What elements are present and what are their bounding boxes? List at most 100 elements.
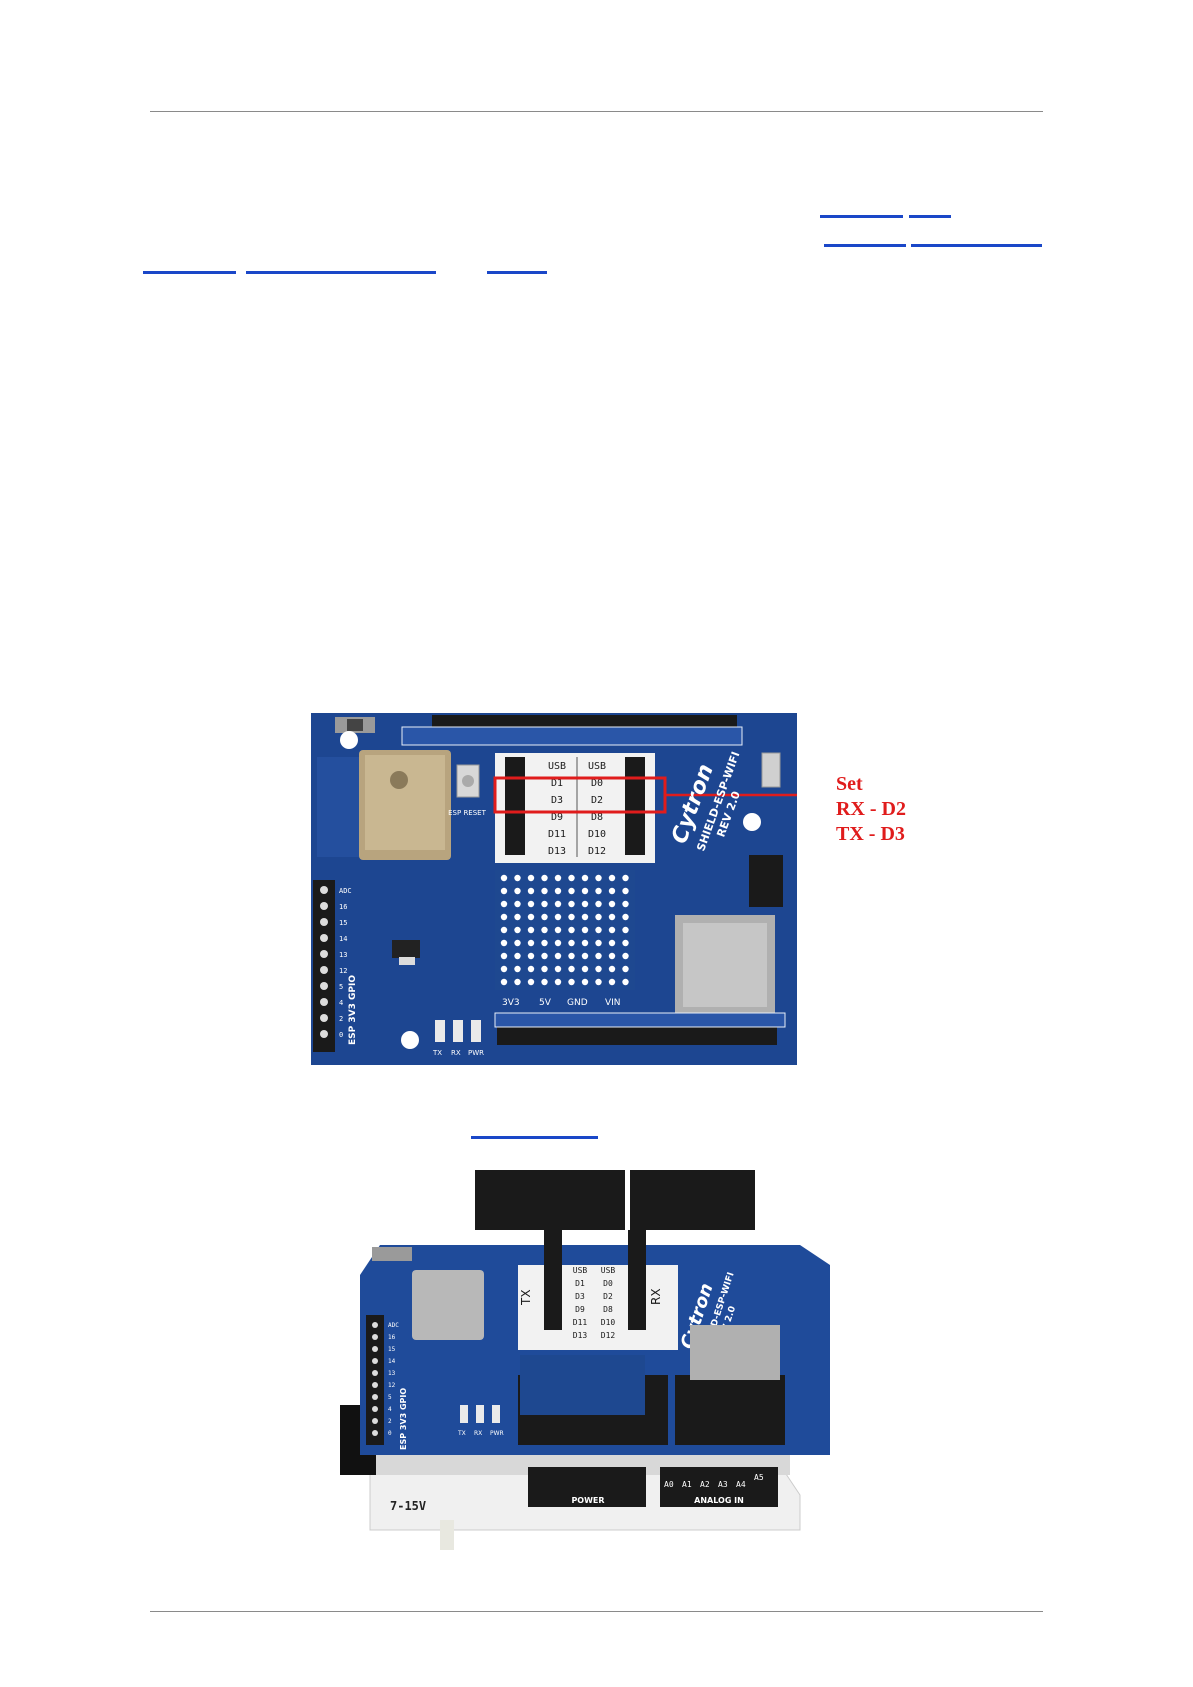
proto-pad <box>527 926 535 934</box>
hyperlink[interactable] <box>820 215 903 218</box>
hyperlink[interactable] <box>911 244 1042 247</box>
analog-pin: A4 <box>736 1480 746 1489</box>
led-label: PWR <box>490 1430 504 1437</box>
gpio-label: ESP 3V3 GPIO <box>348 975 358 1045</box>
proto-pad <box>541 900 548 908</box>
jumper-cell: D0 <box>591 778 603 789</box>
shield-stacked-photo: 7-15V POWER ANALOG IN A0 A1 A2 A3 A4 A5 … <box>330 1165 850 1550</box>
hyperlink[interactable] <box>471 1136 598 1139</box>
power-label: VIN <box>605 998 621 1008</box>
gpio-pin-label: 14 <box>388 1358 396 1365</box>
proto-pad <box>541 978 548 986</box>
proto-pad <box>554 913 562 921</box>
proto-pad <box>595 900 602 908</box>
proto-pad <box>514 939 521 947</box>
jumper-cell: D0 <box>603 1279 613 1288</box>
proto-pad <box>595 978 602 986</box>
proto-pad <box>554 887 562 895</box>
jumper-cell: D8 <box>603 1305 613 1314</box>
proto-pad <box>500 913 508 921</box>
gpio-pin-label: 13 <box>339 951 347 959</box>
analog-pin: A5 <box>754 1473 764 1482</box>
proto-pad <box>527 874 535 882</box>
jumper-cell: D8 <box>591 812 603 823</box>
proto-pad <box>595 913 602 921</box>
proto-pad <box>527 900 535 908</box>
proto-pad <box>514 978 521 986</box>
jumper-cell: D11 <box>548 829 566 840</box>
proto-pad <box>500 939 508 947</box>
proto-pad <box>541 926 548 934</box>
hyperlink[interactable] <box>143 271 236 274</box>
gpio-pin-label: 2 <box>388 1418 392 1425</box>
proto-pad <box>500 900 508 908</box>
proto-pad <box>568 939 575 947</box>
jumper-cell: D2 <box>591 795 603 806</box>
proto-pad <box>554 939 562 947</box>
hyperlink[interactable] <box>487 271 547 274</box>
led-label: TX <box>432 1049 442 1057</box>
jumper-cell: D10 <box>601 1318 616 1327</box>
gpio-pin-label: ADC <box>388 1322 399 1329</box>
proto-pad <box>608 874 616 882</box>
jumper-cell: D2 <box>603 1292 613 1301</box>
jumper-cell: D11 <box>573 1318 588 1327</box>
jumper-cell: D12 <box>601 1331 616 1340</box>
proto-pad <box>595 874 602 882</box>
proto-pad <box>622 913 629 921</box>
jumper-cell: D13 <box>548 846 566 857</box>
proto-pad <box>595 926 602 934</box>
proto-pad <box>581 887 589 895</box>
proto-pad <box>514 926 521 934</box>
proto-pad <box>581 926 589 934</box>
gpio-pin-label: 13 <box>388 1370 396 1377</box>
proto-pad <box>541 939 548 947</box>
gpio-pin-label: 16 <box>339 903 347 911</box>
voltage-label: 7-15V <box>390 1499 426 1513</box>
proto-pad <box>514 913 521 921</box>
proto-pad <box>608 913 616 921</box>
gpio-pin-label: 0 <box>388 1430 392 1437</box>
proto-pad <box>500 887 508 895</box>
jumper-annotation: Set RX - D2 TX - D3 <box>836 772 906 847</box>
proto-pad <box>622 965 629 973</box>
annotation-line: Set <box>836 773 863 795</box>
shield-top-view-photo: ESP RESET USB USB D1 D0 D3 D2 D9 D8 D11 … <box>307 705 797 1070</box>
annotation-line: TX - D3 <box>836 823 905 845</box>
proto-pad <box>595 887 602 895</box>
proto-pad <box>581 978 589 986</box>
gpio-pin-label: 12 <box>388 1382 396 1389</box>
jumper-cell: D9 <box>551 812 563 823</box>
hyperlink[interactable] <box>909 215 951 218</box>
proto-pad <box>622 874 629 882</box>
proto-pad <box>608 965 616 973</box>
proto-pad <box>581 965 589 973</box>
footer-rule <box>150 1611 1043 1612</box>
esp-reset-label: ESP RESET <box>448 809 486 817</box>
jumper-cell: USB <box>601 1266 616 1275</box>
proto-pad <box>500 874 508 882</box>
gpio-label: ESP 3V3 GPIO <box>399 1388 408 1450</box>
hyperlink[interactable] <box>246 271 436 274</box>
hyperlink[interactable] <box>824 244 906 247</box>
led-label: PWR <box>468 1049 484 1057</box>
proto-pad <box>541 887 548 895</box>
analog-pin: A2 <box>700 1480 710 1489</box>
proto-pad <box>595 939 602 947</box>
gpio-pin-label: 15 <box>388 1346 396 1353</box>
analog-pin: A0 <box>664 1480 674 1489</box>
jumper-cell: D1 <box>551 778 563 789</box>
jumper-cell: D3 <box>551 795 563 806</box>
proto-pad <box>622 887 629 895</box>
jumper-cell: USB <box>588 761 606 772</box>
gpio-pin-label: 4 <box>388 1406 392 1413</box>
proto-pad <box>568 874 575 882</box>
power-label: GND <box>567 998 588 1008</box>
proto-pad <box>541 965 548 973</box>
power-header-label: POWER <box>571 1496 604 1505</box>
proto-pad <box>568 887 575 895</box>
proto-pad <box>514 965 521 973</box>
jumper-cell: D3 <box>575 1292 585 1301</box>
proto-pad <box>554 965 562 973</box>
analog-pin: A3 <box>718 1480 728 1489</box>
